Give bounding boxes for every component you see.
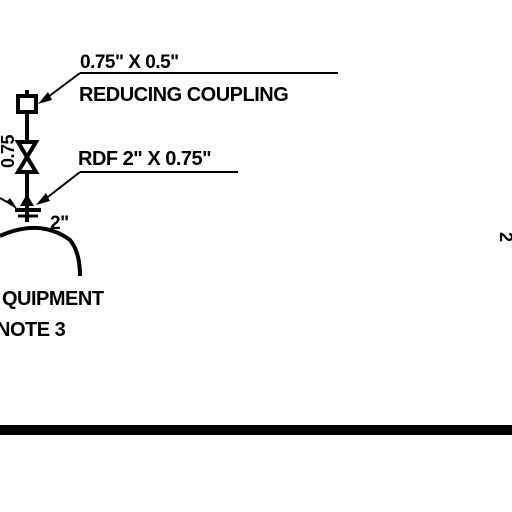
- equipment-label: QUIPMENT: [2, 288, 104, 310]
- rdf-leader: [36, 171, 238, 205]
- coupling-size-label: 0.75" X 0.5": [80, 52, 179, 73]
- equipment-shell-outline: [0, 225, 82, 277]
- coupling-name-label: REDUCING COUPLING: [79, 84, 288, 106]
- edge-mark-label: 2: [496, 232, 512, 242]
- reducing-coupling-icon: [16, 90, 38, 114]
- flange-icon: [15, 194, 41, 218]
- rdf-label: RDF 2" X 0.75": [78, 148, 211, 170]
- note-label: NOTE 3: [0, 319, 66, 341]
- coupling-leader: [38, 72, 338, 104]
- nozzle-leader: [0, 197, 18, 210]
- valve-size-label: 0.75: [0, 134, 18, 168]
- gate-valve-icon: [14, 140, 40, 196]
- nozzle-size-label: 2": [50, 213, 69, 234]
- drawing-border-line: [0, 425, 512, 435]
